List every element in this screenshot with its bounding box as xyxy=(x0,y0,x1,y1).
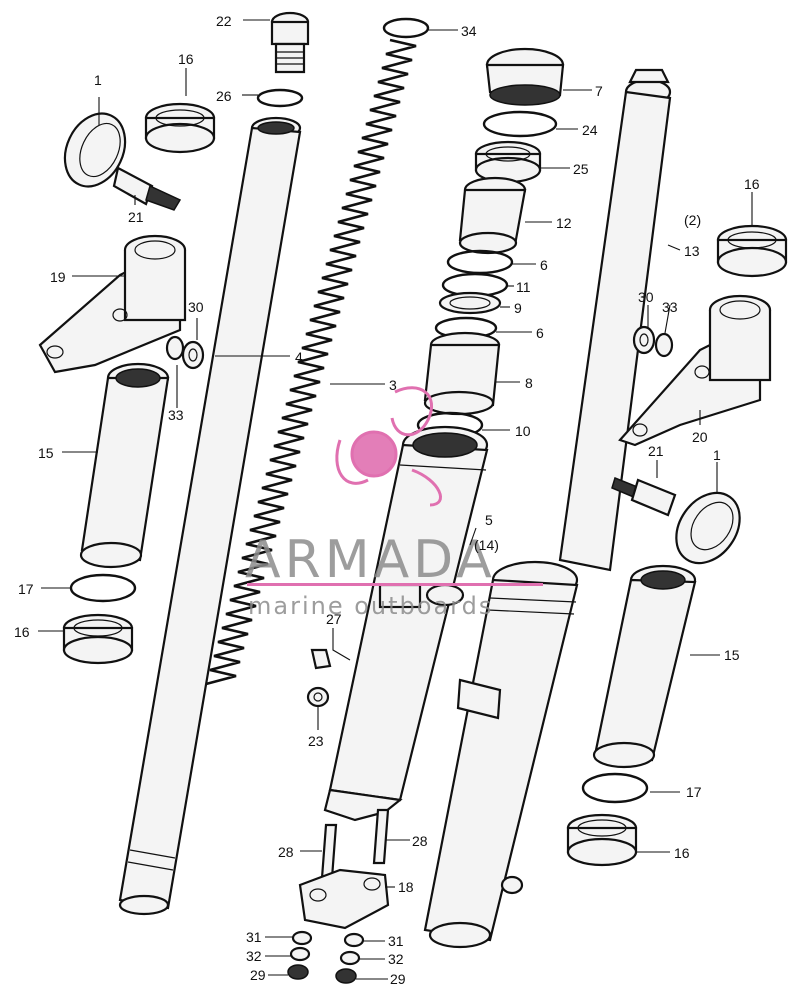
part-cap-18 xyxy=(298,868,390,930)
callout-30-right: 30 xyxy=(638,289,654,305)
part-washers-31-32-29-right xyxy=(335,932,365,984)
part-sleeve-8 xyxy=(423,331,501,416)
callout-10: 10 xyxy=(515,423,531,439)
part-bracket-left xyxy=(38,234,187,374)
part-sleeve-right xyxy=(592,564,697,769)
part-fork-tube-left xyxy=(118,116,302,916)
callout-labels: 1 16 21 19 30 33 15 17 16 22 26 34 4 3 7… xyxy=(14,13,760,987)
callout-17-right: 17 xyxy=(686,784,702,800)
part-washer-left xyxy=(165,335,185,361)
part-stud-28b xyxy=(372,808,390,865)
callout-16-bottom-right: 16 xyxy=(674,845,690,861)
callout-18: 18 xyxy=(398,879,414,895)
callout-23: 23 xyxy=(308,733,324,749)
callout-16-top-left: 16 xyxy=(178,51,194,67)
callout-16-top-right: 16 xyxy=(744,176,760,192)
callout-1-right: 1 xyxy=(713,447,721,463)
callout-8: 8 xyxy=(525,375,533,391)
callout-27: 27 xyxy=(326,611,342,627)
part-bracket-right xyxy=(618,294,772,447)
callout-32-right: 32 xyxy=(388,951,404,967)
callout-33-right: 33 xyxy=(662,299,678,315)
part-stud-28a xyxy=(320,823,338,880)
part-lower-leg-center xyxy=(323,425,489,822)
callout-7: 7 xyxy=(595,83,603,99)
watermark-brand: ARMADA xyxy=(245,530,496,590)
callout-9: 9 xyxy=(514,300,522,316)
part-sleeve-left xyxy=(79,362,170,569)
callout-1-left: 1 xyxy=(94,72,102,88)
part-bush-12 xyxy=(458,176,527,255)
part-dust-cover xyxy=(485,47,565,106)
callout-3: 3 xyxy=(389,377,397,393)
part-ring-34 xyxy=(382,17,430,39)
part-fork-tube-right xyxy=(558,68,672,572)
callout-12: 12 xyxy=(556,215,572,231)
part-spring xyxy=(205,38,417,686)
callout-31-left: 31 xyxy=(246,929,262,945)
callout-5: 5 xyxy=(485,512,493,528)
callout-13-alt: (2) xyxy=(684,212,701,228)
part-oring-right xyxy=(581,772,649,804)
part-washers-31-32-29-left xyxy=(287,930,313,980)
callout-15-right: 15 xyxy=(724,647,740,663)
part-bolt-right xyxy=(611,476,677,517)
callout-17-left: 17 xyxy=(18,581,34,597)
part-oring-left xyxy=(69,573,137,603)
callout-11: 11 xyxy=(516,279,531,295)
callout-19: 19 xyxy=(50,269,66,285)
callout-29-right: 29 xyxy=(390,971,406,987)
part-seal-bottom-left xyxy=(62,613,134,665)
part-seal-bottom-right xyxy=(566,813,638,867)
part-cap-right xyxy=(675,491,741,565)
part-ring-6a xyxy=(446,249,514,275)
part-washer-23 xyxy=(306,686,330,708)
part-washer-right xyxy=(654,332,674,358)
callout-6-lower: 6 xyxy=(536,325,544,341)
part-clip-24 xyxy=(482,110,558,138)
part-cap-left xyxy=(63,112,127,188)
part-nut-left xyxy=(181,340,205,370)
watermark-tagline: marine outboards xyxy=(248,592,493,620)
callout-20: 20 xyxy=(692,429,708,445)
callout-21-left: 21 xyxy=(128,209,144,225)
callout-5-alt: (14) xyxy=(474,537,499,553)
part-lower-leg-right xyxy=(423,560,579,949)
callout-34: 34 xyxy=(461,23,477,39)
watermark-logo xyxy=(335,386,442,507)
part-ring-9 xyxy=(438,291,502,315)
callout-31-right: 31 xyxy=(388,933,404,949)
watermark-rule xyxy=(247,583,543,586)
part-seal-top-left xyxy=(144,102,216,154)
callout-28-left: 28 xyxy=(278,844,294,860)
callout-26: 26 xyxy=(216,88,232,104)
part-oring-26 xyxy=(256,88,304,108)
callout-22: 22 xyxy=(216,13,232,29)
callout-13: 13 xyxy=(684,243,700,259)
callout-33-left: 33 xyxy=(168,407,184,423)
callout-21-right: 21 xyxy=(648,443,664,459)
part-seal-25 xyxy=(474,140,542,184)
callout-16-bottom-left: 16 xyxy=(14,624,30,640)
leader-lines xyxy=(38,19,753,980)
part-seal-top-right xyxy=(716,224,788,278)
callout-6-upper: 6 xyxy=(540,257,548,273)
callout-30-left: 30 xyxy=(188,299,204,315)
callout-32-left: 32 xyxy=(246,948,262,964)
callout-28-right: 28 xyxy=(412,833,428,849)
callout-29-left: 29 xyxy=(250,967,266,983)
callout-25: 25 xyxy=(573,161,589,177)
watermark: ARMADA marine outboards xyxy=(245,386,543,620)
callout-24: 24 xyxy=(582,122,598,138)
part-cap-bolt xyxy=(270,11,310,74)
callout-4: 4 xyxy=(295,349,303,365)
part-bolt-left xyxy=(112,166,182,211)
part-screw-27 xyxy=(310,648,332,670)
callout-15-left: 15 xyxy=(38,445,54,461)
part-nut-right xyxy=(632,325,656,355)
